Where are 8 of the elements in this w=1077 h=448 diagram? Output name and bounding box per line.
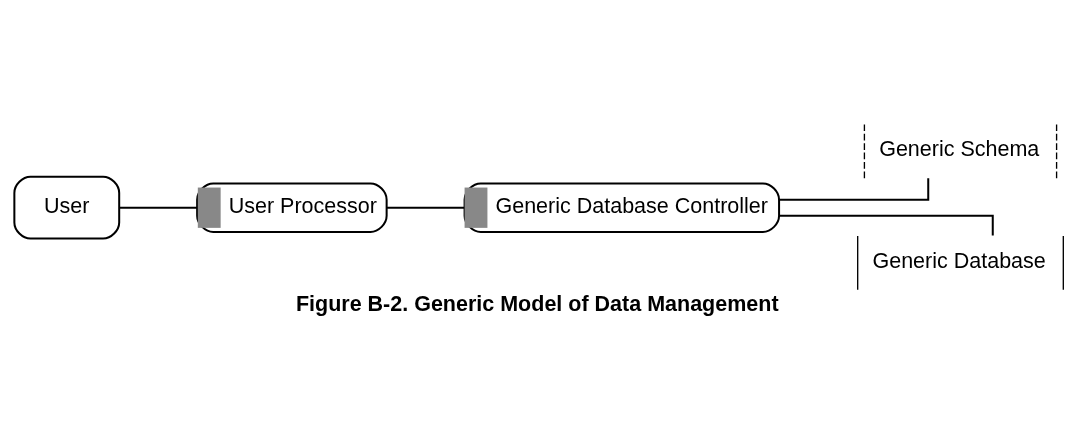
connector bbox=[386, 206, 465, 209]
node-text: Generic Schema bbox=[879, 136, 1040, 161]
node-box: User bbox=[13, 175, 121, 240]
node-text: Generic Database bbox=[872, 248, 1046, 273]
connector bbox=[119, 206, 198, 209]
caption: Figure B-2. Generic Model of Data Management bbox=[295, 291, 779, 316]
connector bbox=[779, 214, 994, 235]
connector bbox=[779, 177, 930, 201]
